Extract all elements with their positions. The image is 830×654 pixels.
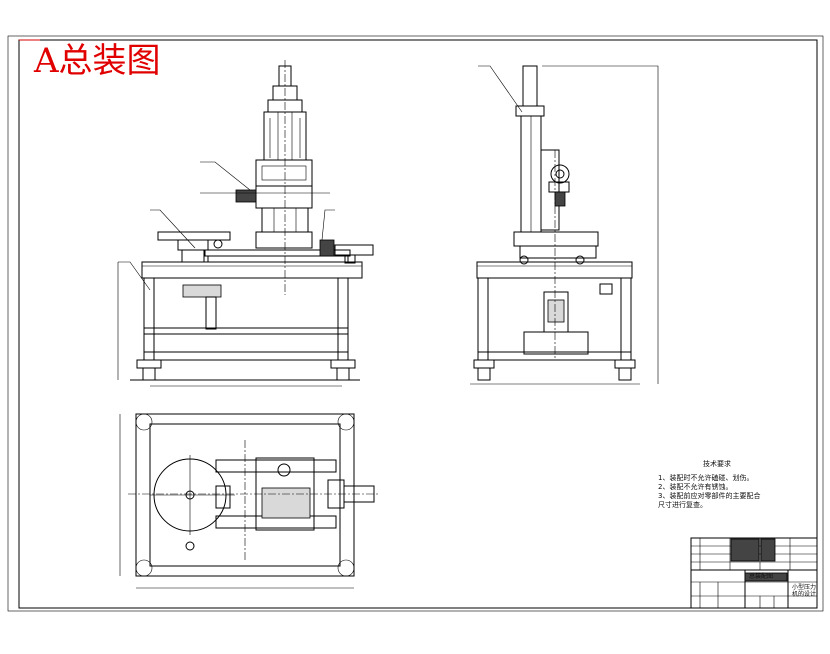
notes-line-1: 1、装配时不允许磕碰、划伤。 [658,473,753,482]
notes-line-4: 尺寸进行复查。 [658,500,707,509]
outer-frame [7,35,824,612]
title-block-org-1: 小型压力 [792,583,816,591]
side-view [470,65,659,385]
technical-notes: 技术要求 1、装配时不允许磕碰、划伤。 2、装配不允许有锈蚀。 3、装配前应对零… [658,459,760,509]
title-block-name: 总装配图 [749,572,773,580]
notes-line-3: 3、装配前应对零部件的主要配合 [658,491,760,500]
top-view [119,413,380,589]
title-block: 总装配图 小型压力 机的设计 [690,537,818,609]
drawing-title: A总装图 [33,41,161,81]
notes-line-2: 2、装配不允许有锈蚀。 [658,482,732,491]
notes-heading: 技术要求 [703,459,731,468]
front-view [117,60,374,387]
inner-frame [18,39,818,609]
title-block-org-2: 机的设计 [792,590,816,598]
